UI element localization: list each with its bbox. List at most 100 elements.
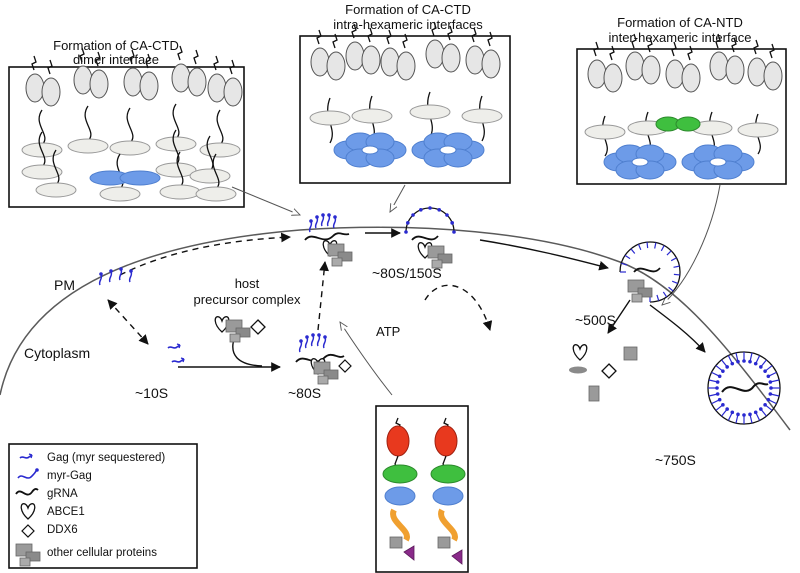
myr-gag-icon xyxy=(320,212,326,227)
myr-gag-head-icon xyxy=(768,392,773,396)
arrow-500s-release xyxy=(607,299,631,334)
ntd-pair-icon xyxy=(25,55,61,107)
linker-line xyxy=(216,109,224,146)
myr-gag-head-icon xyxy=(736,359,740,364)
arrow-dimer-to-pathway xyxy=(231,186,300,215)
ntd-pair-icon xyxy=(747,39,783,91)
gag-domain-structure xyxy=(375,405,469,573)
myr-gag-head-icon xyxy=(748,412,752,417)
myr-gag-head-icon xyxy=(753,410,758,415)
released-ddx6-icon xyxy=(601,363,617,379)
ca-ntd-domain-icon xyxy=(382,464,418,484)
myr-gag-head-icon xyxy=(404,230,408,234)
myr-gag-head-icon xyxy=(717,374,722,379)
ca-ctd-disc-icon xyxy=(351,108,393,124)
grna-icon xyxy=(295,353,345,363)
gag-spoke-icon xyxy=(671,280,678,285)
myr-gag-icon xyxy=(108,268,114,283)
released-factors xyxy=(569,344,638,402)
linker-line xyxy=(126,107,134,144)
arrow-atp-dashed xyxy=(424,284,493,331)
cellular-proteins-icon xyxy=(313,361,339,385)
gag-spoke-icon xyxy=(673,265,680,268)
myr-gag-icon xyxy=(128,268,134,283)
ca-ctd-disc-icon xyxy=(199,142,241,158)
gag-spoke-icon xyxy=(637,244,642,251)
arrow-to-500s xyxy=(479,239,609,271)
myr-gag-head-icon xyxy=(753,361,758,366)
myr-gag-head-icon xyxy=(768,380,773,384)
ca-ctd-disc-icon xyxy=(67,138,109,154)
myr-gag-icon xyxy=(17,470,37,479)
myr-gag-head-icon xyxy=(721,403,725,407)
grna-icon xyxy=(304,232,350,241)
ca-ctd-disc-icon xyxy=(99,186,141,202)
arrow-80s-up-dashed xyxy=(317,261,329,331)
myr-gag-head-icon xyxy=(769,386,773,390)
arrow-intra-to-pathway xyxy=(390,184,406,212)
label-atp: ATP xyxy=(376,324,400,339)
myr-gag-head-icon xyxy=(715,386,719,390)
myr-gag-head-icon xyxy=(721,369,725,373)
ca-ctd-disc-icon xyxy=(461,108,503,124)
ca-ntd-disc-icon xyxy=(584,124,626,140)
grna-icon xyxy=(15,488,39,496)
label-pm: PM xyxy=(54,277,75,293)
myr-gag-head-icon xyxy=(428,206,432,210)
myr-gag-head-icon xyxy=(766,374,771,379)
cellular-proteins-icon xyxy=(225,319,251,343)
myr-gag-head-icon xyxy=(766,397,771,402)
cellular-protein-icon xyxy=(437,536,451,549)
nc-domain-icon xyxy=(390,508,410,542)
gag-sequestered-icon xyxy=(167,343,181,349)
arrow-500s-to-750s xyxy=(649,304,706,353)
arrow-inter-to-pathway xyxy=(662,184,721,305)
label-500s: ~500S xyxy=(575,312,616,328)
myr-gag-head-icon xyxy=(730,410,735,415)
gag-sequestered-icon xyxy=(171,357,185,363)
myr-gag-icon xyxy=(332,214,338,229)
panel-inter-hexameric: Formation of CA-NTD inter-hexameric inte… xyxy=(576,15,787,185)
myr-gag-head-icon xyxy=(725,407,729,411)
label-750s: ~750S xyxy=(655,452,696,468)
myr-gag-icon xyxy=(314,214,320,229)
arrow-structure-to-80s xyxy=(340,322,393,396)
ca-ctd-disc-icon xyxy=(35,182,77,198)
label-10s: ~10S xyxy=(135,385,168,401)
ca-ntd-disc-icon xyxy=(737,122,779,138)
label-80s-150s: ~80S/150S xyxy=(372,265,442,281)
released-protein-box-1 xyxy=(623,346,638,361)
ddx6-icon xyxy=(21,524,35,538)
ca-ntd-domain-icon xyxy=(430,464,466,484)
p6-domain-icon xyxy=(451,549,463,565)
myr-gag-head-icon xyxy=(725,365,729,369)
myr-gag-head-icon xyxy=(759,407,763,411)
linker-line xyxy=(38,131,46,168)
gag-spoke-icon xyxy=(660,245,665,252)
myr-gag-head-icon xyxy=(717,397,722,402)
myr-gag-icon xyxy=(298,338,304,353)
label-host-line2: precursor complex xyxy=(194,292,301,307)
myr-gag-icon xyxy=(308,218,314,233)
panel-inter-title-line2: inter-hexameric interface xyxy=(608,30,751,45)
ca-ctd-disc-icon xyxy=(159,184,201,200)
myr-gag-icon xyxy=(326,212,332,227)
linker-line xyxy=(172,103,180,140)
gag-spoke-icon xyxy=(670,257,677,262)
label-80s: ~80S xyxy=(288,385,321,401)
gag-spoke-icon xyxy=(673,273,680,276)
legend-label-ddx6: DDX6 xyxy=(47,524,78,536)
myr-gag-head-icon xyxy=(411,213,415,217)
cellular-proteins-icon xyxy=(627,279,653,303)
arrow-pm-cytoplasm-bidirectional xyxy=(107,299,149,345)
released-protein-oval xyxy=(569,366,587,374)
ca-ctd-domain-icon xyxy=(384,486,416,506)
myr-gag-head-icon xyxy=(437,208,441,212)
myr-gag-icon xyxy=(316,332,322,347)
ca-ctd-disc-icon xyxy=(195,186,237,202)
gag-spoke-icon xyxy=(662,291,668,298)
gag-spoke-icon xyxy=(646,242,649,249)
myr-gag-head-icon xyxy=(419,208,423,212)
gag-spoke-icon xyxy=(668,286,674,292)
